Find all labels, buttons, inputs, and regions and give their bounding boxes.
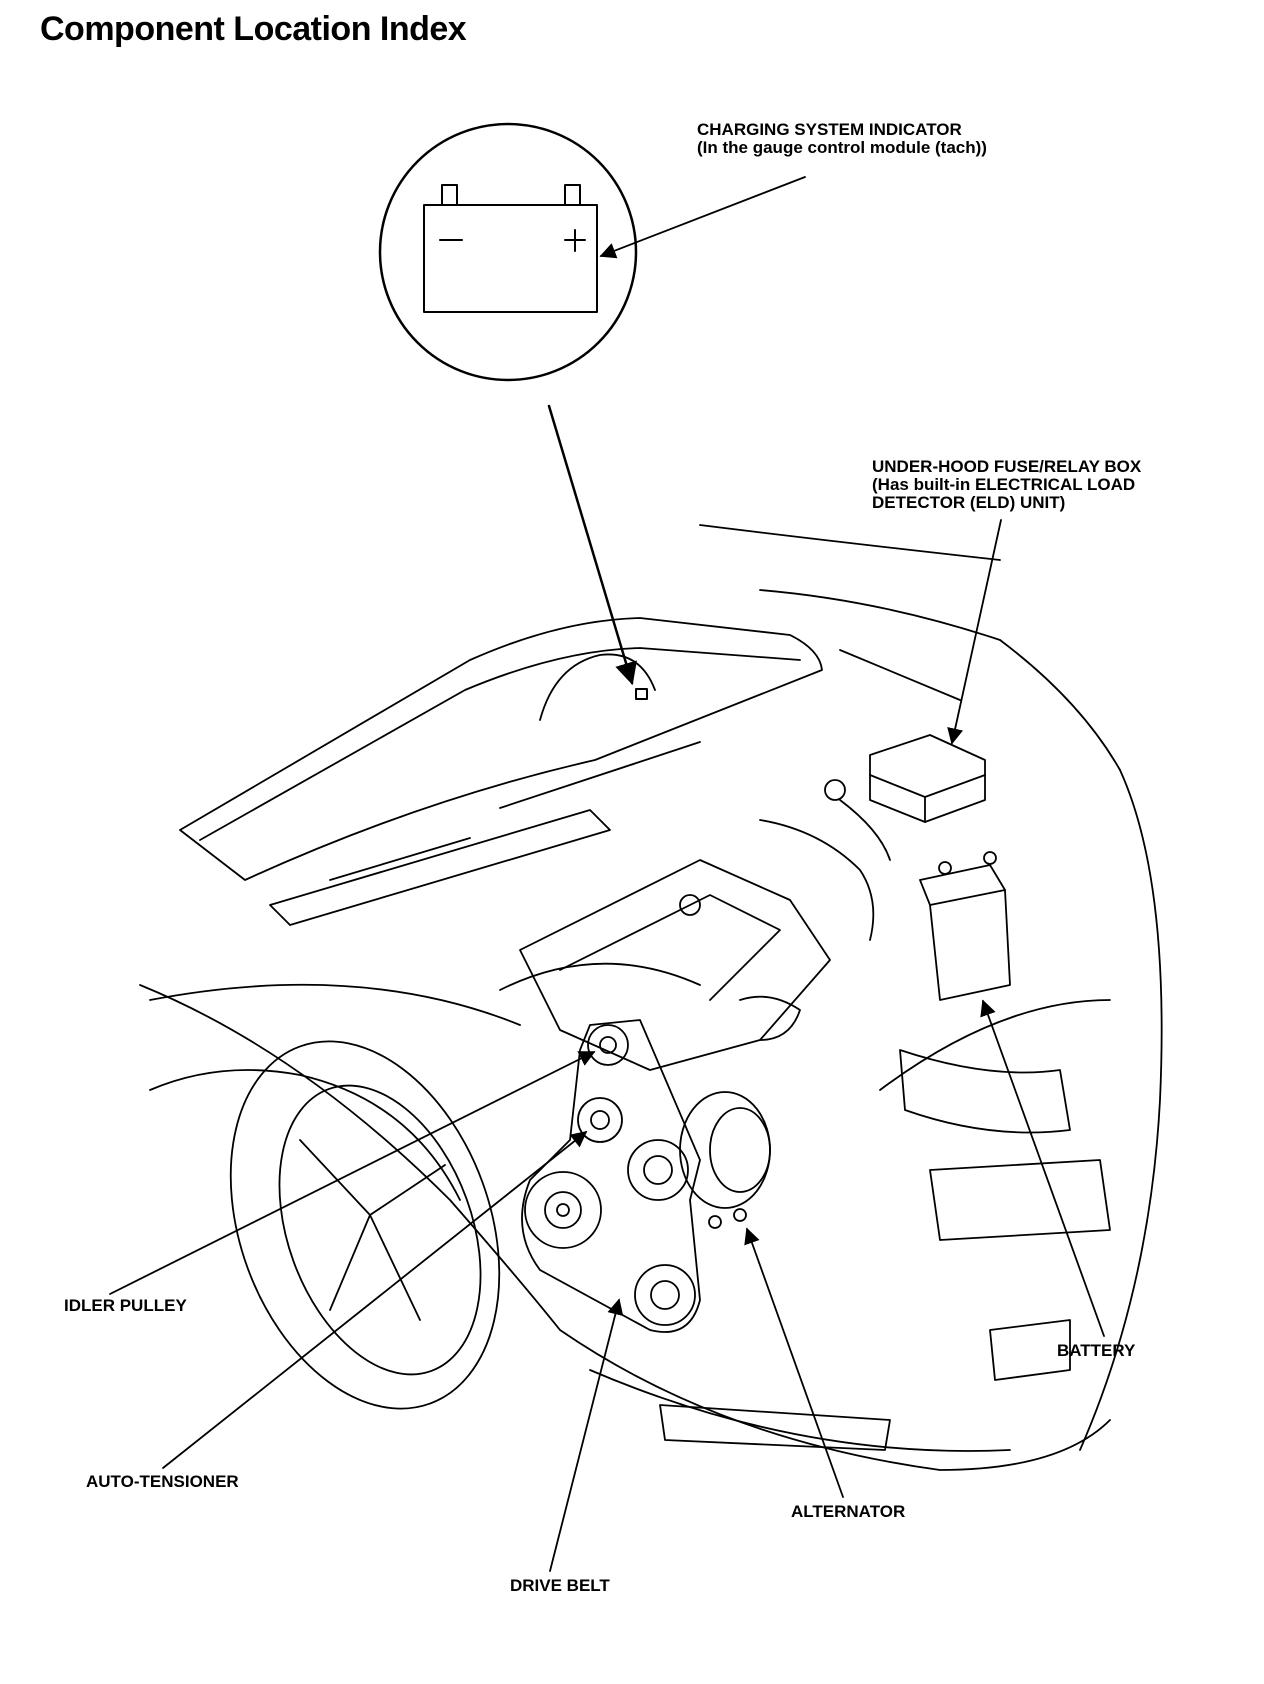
- drive-belt-assembly: [521, 1019, 701, 1333]
- callout-alternator: ALTERNATOR: [791, 1502, 906, 1521]
- leader-charging-indicator: [599, 176, 806, 259]
- leader-lines: [109, 176, 1105, 1572]
- callout-fusebox-note-1: (Has built-in ELECTRICAL LOAD: [872, 475, 1136, 494]
- callout-drive-belt: DRIVE BELT: [510, 1576, 610, 1595]
- callout-fusebox-note-2: DETECTOR (ELD) UNIT): [872, 493, 1066, 512]
- idler-pulley: [587, 1024, 629, 1066]
- leader-battery: [980, 999, 1105, 1337]
- charging-indicator-inset: [378, 122, 638, 382]
- leader-idler-pulley: [109, 1051, 596, 1295]
- battery: [919, 851, 1011, 1001]
- indicator-location-marker: [635, 688, 648, 700]
- callout-auto-tensioner: AUTO-TENSIONER: [86, 1472, 239, 1491]
- callout-idler-pulley: IDLER PULLEY: [64, 1296, 187, 1315]
- leader-drive-belt: [549, 1298, 624, 1572]
- callout-fusebox-title: UNDER-HOOD FUSE/RELAY BOX: [872, 457, 1142, 476]
- alternator: [679, 1091, 771, 1229]
- leader-inset-to-marker: [547, 404, 637, 686]
- fuse-relay-box: [869, 734, 986, 823]
- callout-under-hood-fuse-relay-box: UNDER-HOOD FUSE/RELAY BOX (Has built-in …: [872, 458, 1141, 512]
- callout-charging-system-indicator: CHARGING SYSTEM INDICATOR (In the gauge …: [697, 121, 987, 157]
- callout-charging-indicator-note: (In the gauge control module (tach)): [697, 138, 987, 157]
- drive-belt: [521, 1019, 701, 1333]
- car-engine-bay-drawing: [139, 524, 1163, 1471]
- leader-auto-tensioner: [162, 1130, 588, 1469]
- leader-fuse-relay-box: [947, 519, 1002, 745]
- page-title: Component Location Index: [40, 10, 467, 48]
- inset-circle: [378, 122, 638, 382]
- leader-alternator: [744, 1227, 844, 1498]
- callout-battery: BATTERY: [1057, 1341, 1136, 1360]
- battery-warning-icon: [423, 184, 598, 313]
- callout-charging-indicator-title: CHARGING SYSTEM INDICATOR: [697, 120, 962, 139]
- auto-tensioner-pulley: [577, 1097, 623, 1143]
